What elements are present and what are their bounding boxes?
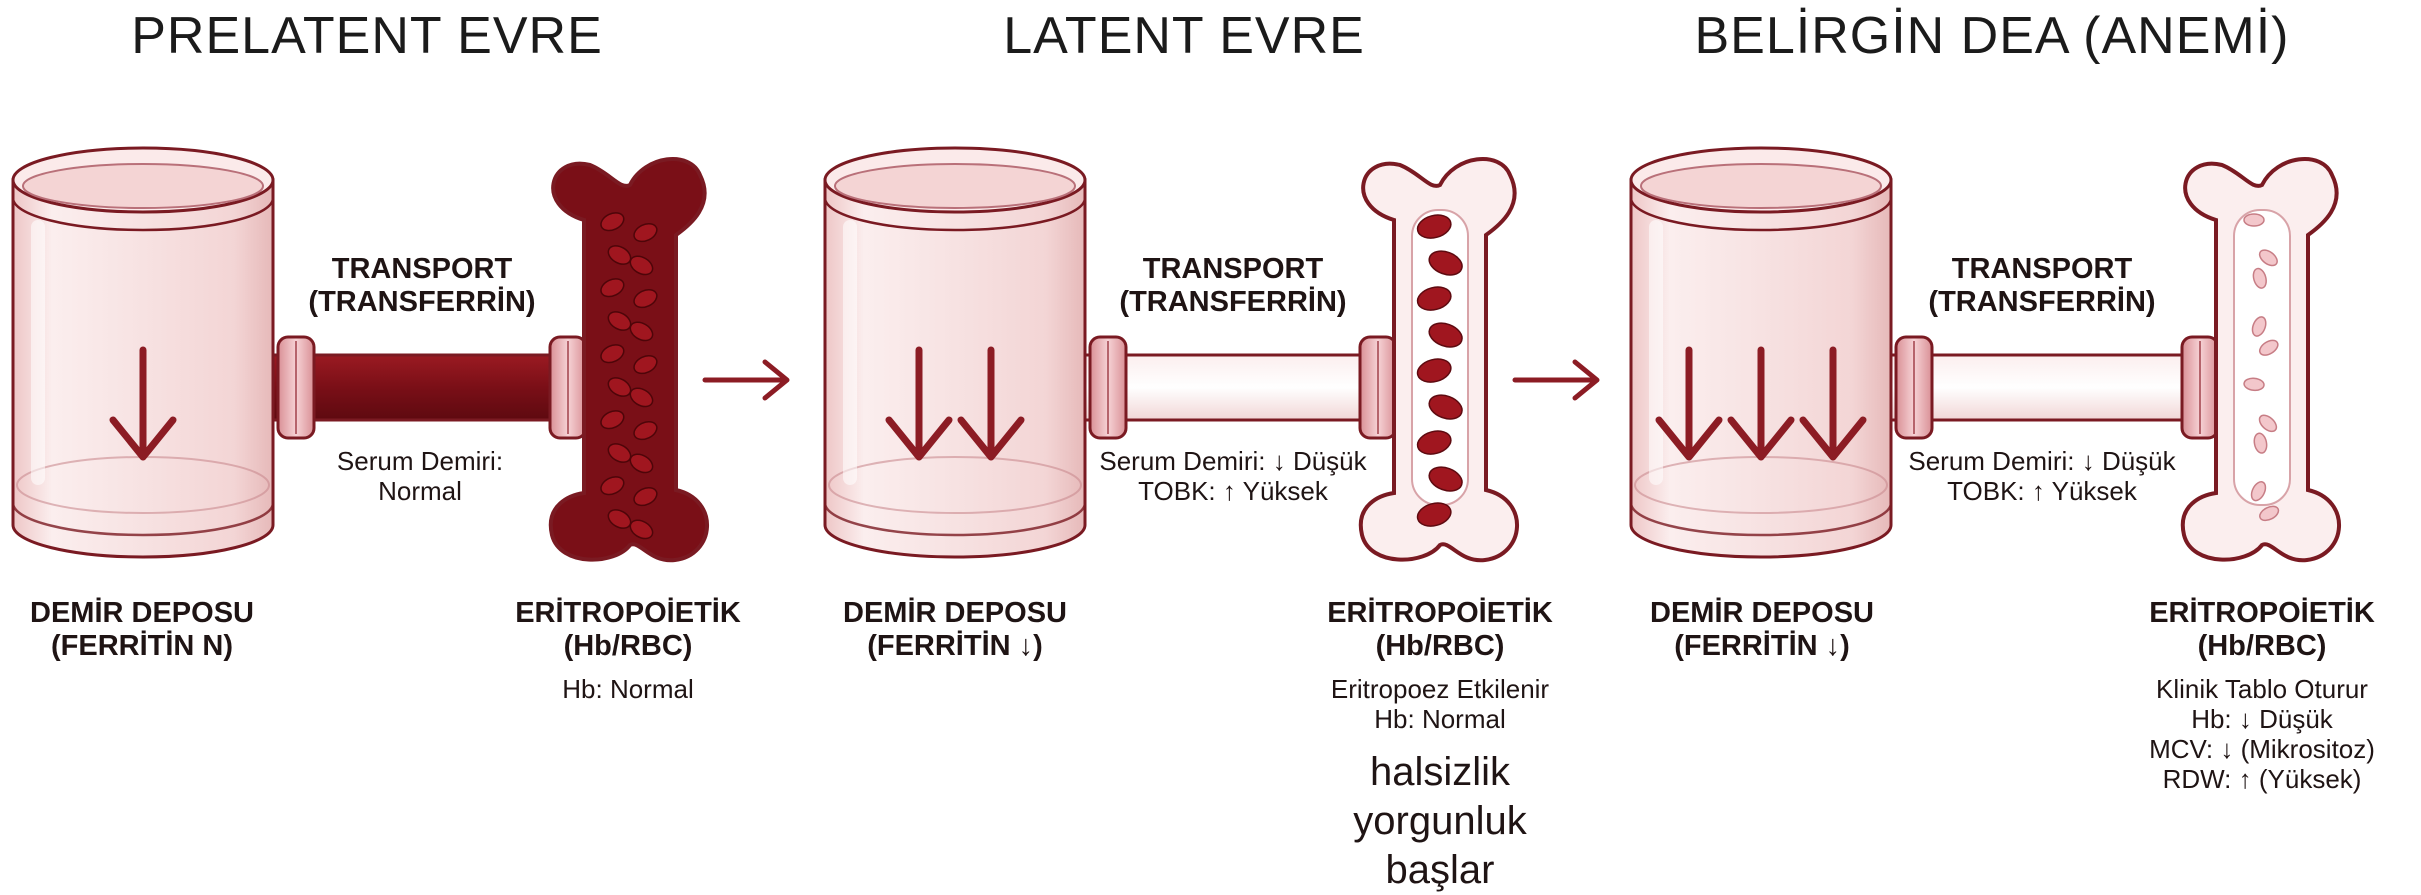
right-arrow-icon xyxy=(705,362,787,398)
stage-2-transport-label: TRANSPORT(TRANSFERRİN) xyxy=(1119,253,1346,320)
stage-1-erythro-values: Hb: Normal xyxy=(562,675,693,705)
transport-pipe xyxy=(273,337,590,438)
stage-3-transport-label: TRANSPORT(TRANSFERRİN) xyxy=(1928,253,2155,320)
stage-3-depot-label: DEMİR DEPOSU(FERRİTİN ↓) xyxy=(1650,597,1874,664)
iron-store-cylinder-icon xyxy=(825,148,1085,557)
transport-pipe xyxy=(1891,337,2222,438)
stage-1-erythro-title: ERİTROPOİETİK(Hb/RBC) xyxy=(515,597,741,664)
stage-1-transport-label: TRANSPORT(TRANSFERRİN) xyxy=(308,253,535,320)
transport-pipe xyxy=(1085,337,1400,438)
stage-3-erythro-title: ERİTROPOİETİK(Hb/RBC) xyxy=(2149,597,2375,664)
stage-1-depot-label: DEMİR DEPOSU(FERRİTİN N) xyxy=(30,597,254,664)
red-cell-icon xyxy=(2244,214,2264,226)
right-arrow-icon xyxy=(1515,362,1597,398)
stage-1-serum-text: Serum Demiri:Normal xyxy=(337,447,503,507)
stage-2-erythro-title: ERİTROPOİETİK(Hb/RBC) xyxy=(1327,597,1553,664)
stage-2-depot-label: DEMİR DEPOSU(FERRİTİN ↓) xyxy=(843,597,1067,664)
